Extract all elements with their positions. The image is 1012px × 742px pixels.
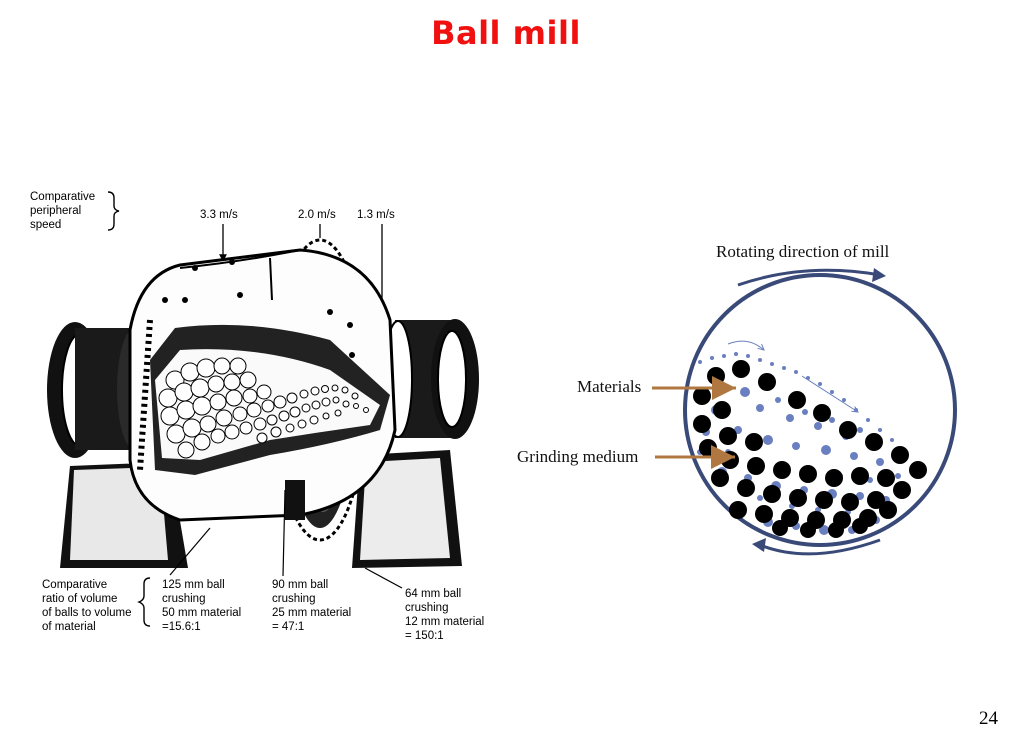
svg-text:crushing: crushing	[162, 593, 205, 605]
svg-text:Comparative: Comparative	[30, 191, 95, 203]
svg-text:=15.6:1: =15.6:1	[162, 621, 201, 633]
svg-text:50 mm material: 50 mm material	[162, 607, 241, 619]
page-number: 24	[979, 708, 998, 729]
mill-cross-section: Rotating direction of mill	[517, 242, 957, 556]
svg-text:crushing: crushing	[272, 593, 315, 605]
rotation-label: Rotating direction of mill	[716, 242, 890, 261]
speed-brace	[107, 191, 120, 231]
zone-3-label: 64 mm ball crushing 12 mm material = 150…	[405, 588, 484, 642]
svg-text:peripheral: peripheral	[30, 205, 81, 217]
materials-label: Materials	[577, 377, 641, 396]
ratio-label: Comparative ratio of volume of balls to …	[42, 577, 151, 633]
svg-text:64 mm ball: 64 mm ball	[405, 588, 461, 600]
svg-text:of material: of material	[42, 621, 96, 633]
grinding-medium-label: Grinding medium	[517, 447, 638, 466]
speed-value-1: 3.3 m/s	[200, 209, 238, 221]
grinding-balls	[693, 360, 927, 538]
rotation-arrow-bottom	[759, 538, 881, 556]
ball-mill-illustration: Comparative peripheral speed 3.3 m/s 2.0…	[30, 191, 479, 568]
svg-text:= 150:1: = 150:1	[405, 630, 444, 642]
rotation-arrow-top	[737, 268, 881, 287]
speed-label: Comparative peripheral speed	[30, 191, 120, 231]
svg-text:Comparative: Comparative	[42, 579, 107, 591]
ratio-brace	[137, 577, 151, 627]
svg-text:ratio of volume: ratio of volume	[42, 593, 117, 605]
svg-text:speed: speed	[30, 219, 61, 231]
speed-value-3: 1.3 m/s	[357, 209, 395, 221]
slide-title: Ball mill	[431, 14, 581, 52]
svg-text:crushing: crushing	[405, 602, 448, 614]
svg-text:125 mm ball: 125 mm ball	[162, 579, 225, 591]
svg-text:90 mm ball: 90 mm ball	[272, 579, 328, 591]
speed-value-2: 2.0 m/s	[298, 209, 336, 221]
svg-text:25 mm material: 25 mm material	[272, 607, 351, 619]
svg-text:12 mm material: 12 mm material	[405, 616, 484, 628]
zone-2-label: 90 mm ball crushing 25 mm material = 47:…	[272, 579, 351, 633]
svg-text:= 47:1: = 47:1	[272, 621, 304, 633]
svg-text:of balls to volume: of balls to volume	[42, 607, 132, 619]
zone-1-label: 125 mm ball crushing 50 mm material =15.…	[162, 579, 241, 633]
